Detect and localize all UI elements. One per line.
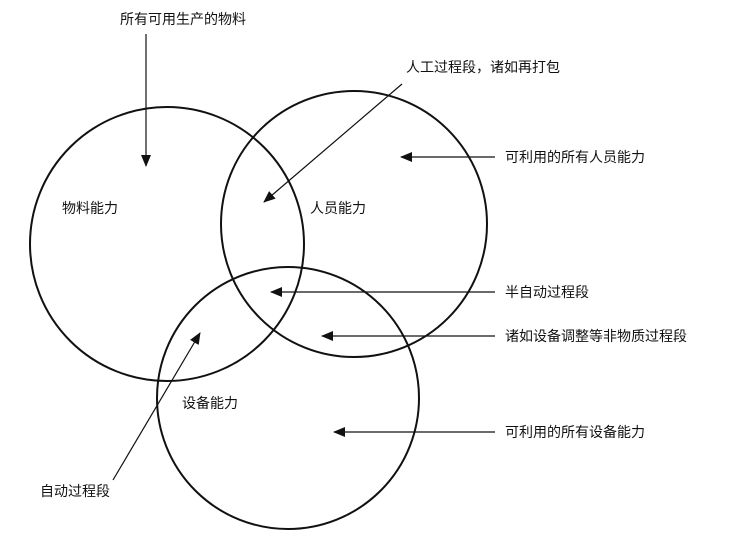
equipment-adjust-annotation: 诸如设备调整等非物质过程段 bbox=[505, 328, 687, 345]
people-capability-label: 人员能力 bbox=[310, 201, 366, 217]
manual-process-arrow bbox=[263, 83, 403, 203]
manual-process-annotation: 人工过程段，诸如再打包 bbox=[406, 59, 560, 76]
all-equipment-annotation: 可利用的所有设备能力 bbox=[505, 424, 645, 441]
all-people-annotation: 可利用的所有人员能力 bbox=[505, 150, 645, 166]
all-materials-annotation: 所有可用生产的物料 bbox=[120, 12, 246, 28]
people-capability-circle bbox=[220, 90, 488, 358]
auto-process-annotation: 自动过程段 bbox=[40, 484, 110, 500]
equipment-capability-label: 设备能力 bbox=[182, 395, 238, 412]
equipment-capability-circle bbox=[156, 266, 420, 530]
material-capability-label: 物料能力 bbox=[62, 201, 118, 217]
auto-process-arrow bbox=[112, 332, 201, 481]
material-capability-circle bbox=[29, 106, 305, 382]
semi-auto-process-annotation: 半自动过程段 bbox=[505, 285, 589, 301]
